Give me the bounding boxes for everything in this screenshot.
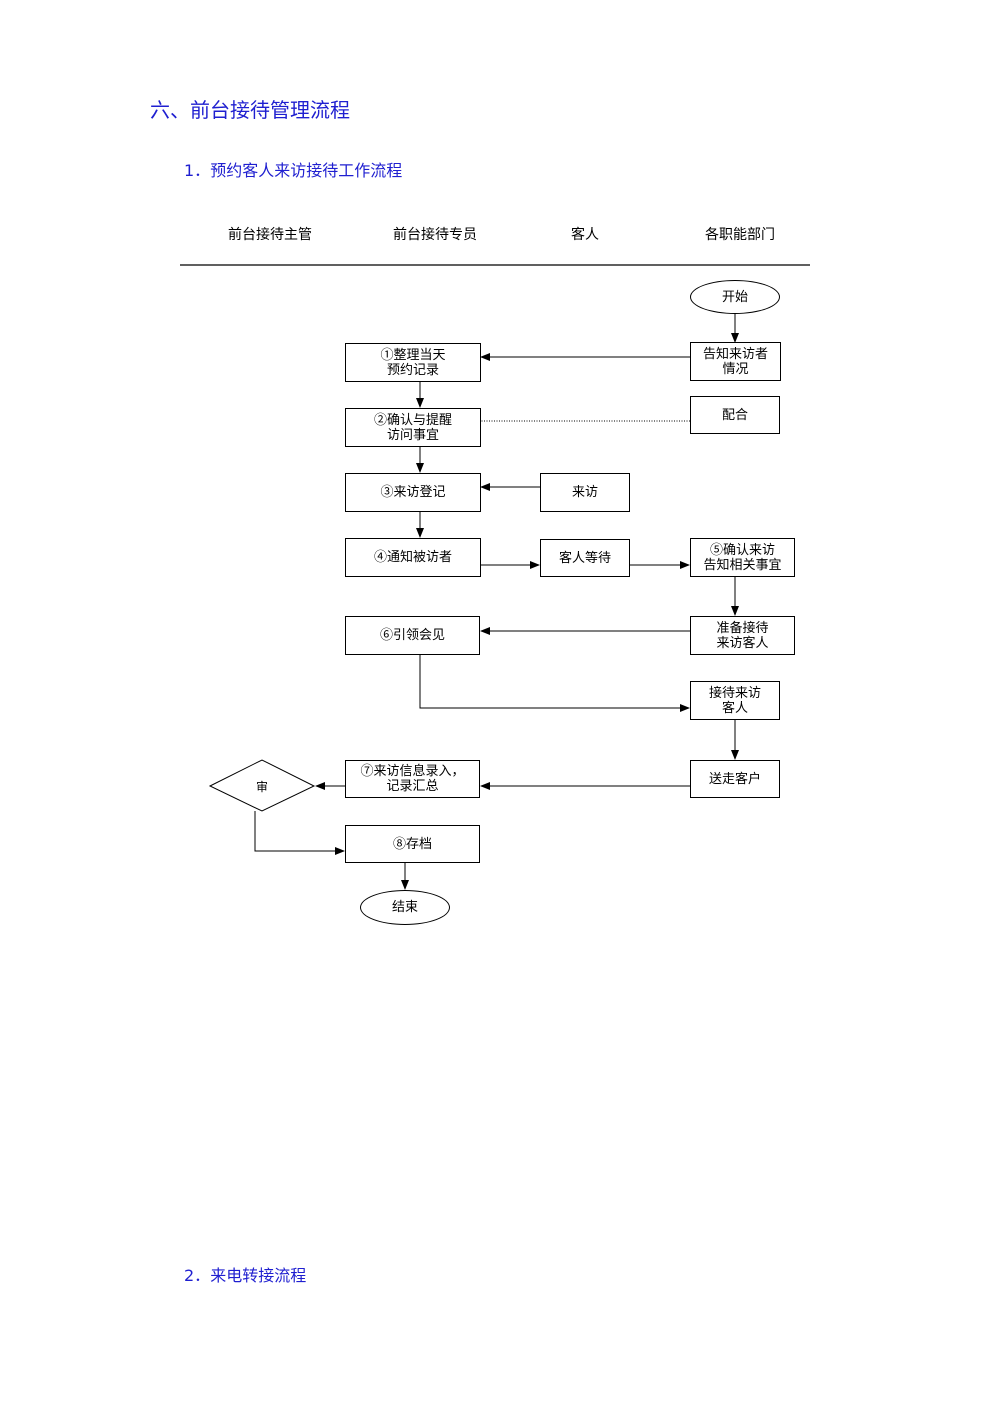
guest-wait-label: 客人等待 <box>558 550 611 566</box>
step8-box: ⑧存档 <box>345 825 480 863</box>
step3-box: ③来访登记 <box>345 473 481 512</box>
subsection-text-1: 预约客人来访接待工作流程 <box>210 161 403 180</box>
step4-label: ④通知被访者 <box>373 550 452 565</box>
visit-label: 来访 <box>571 485 598 500</box>
step6-label: ⑥引领会见 <box>379 628 445 643</box>
step3-label: ③来访登记 <box>380 485 446 500</box>
arrow-review-to-step8 <box>254 811 345 855</box>
step2-box: ②确认与提醒 访问事宜 <box>345 408 481 447</box>
lane-header-guest: 客人 <box>571 227 599 243</box>
prepare-label: 准备接待 来访客人 <box>716 620 769 651</box>
step7-label: ⑦来访信息录入， 记录汇总 <box>360 764 465 794</box>
guest-wait-box: 客人等待 <box>540 539 630 577</box>
send-off-box: 送走客户 <box>690 760 780 798</box>
inform-visitor-box: 告知来访者 情况 <box>690 342 781 381</box>
step6-box: ⑥引领会见 <box>345 616 480 655</box>
step1-label: ①整理当天 预约记录 <box>380 347 446 378</box>
receive-label: 接待来访 客人 <box>708 685 761 716</box>
inform-visitor-label: 告知来访者 情况 <box>702 346 768 377</box>
send-off-label: 送走客户 <box>708 771 761 787</box>
visit-box: 来访 <box>540 473 630 512</box>
step4-box: ④通知被访者 <box>345 538 481 577</box>
arrow-step6-to-receive <box>419 655 690 712</box>
step5-label: ⑤确认来访 告知相关事宜 <box>703 542 782 573</box>
cooperate-label: 配合 <box>721 407 748 423</box>
subsection-text-2: 来电转接流程 <box>210 1266 307 1285</box>
review-diamond <box>208 759 316 812</box>
lane-header-specialist: 前台接待专员 <box>393 227 477 243</box>
lane-header-supervisor: 前台接待主管 <box>228 227 312 243</box>
review-label: 审 <box>255 780 268 794</box>
subsection-title-2: 2．来电转接流程 <box>184 1262 306 1286</box>
subsection-title-1: 1．预约客人来访接待工作流程 <box>184 157 402 181</box>
step1-box: ①整理当天 预约记录 <box>345 343 481 382</box>
prepare-box: 准备接待 来访客人 <box>690 616 795 655</box>
subsection-number-1: 1． <box>184 161 211 180</box>
end-label: 结束 <box>391 900 418 915</box>
subsection-number-2: 2． <box>184 1266 211 1285</box>
start-node: 开始 <box>690 280 780 314</box>
start-label: 开始 <box>721 289 748 305</box>
end-node: 结束 <box>360 890 450 925</box>
cooperate-box: 配合 <box>690 396 780 434</box>
step5-box: ⑤确认来访 告知相关事宜 <box>690 538 795 577</box>
step7-box: ⑦来访信息录入， 记录汇总 <box>345 760 480 798</box>
step2-label: ②确认与提醒 访问事宜 <box>373 412 452 443</box>
lane-header-departments: 各职能部门 <box>705 227 775 243</box>
receive-box: 接待来访 客人 <box>690 681 780 720</box>
section-title: 六、前台接待管理流程 <box>150 98 350 122</box>
step8-label: ⑧存档 <box>392 836 432 852</box>
